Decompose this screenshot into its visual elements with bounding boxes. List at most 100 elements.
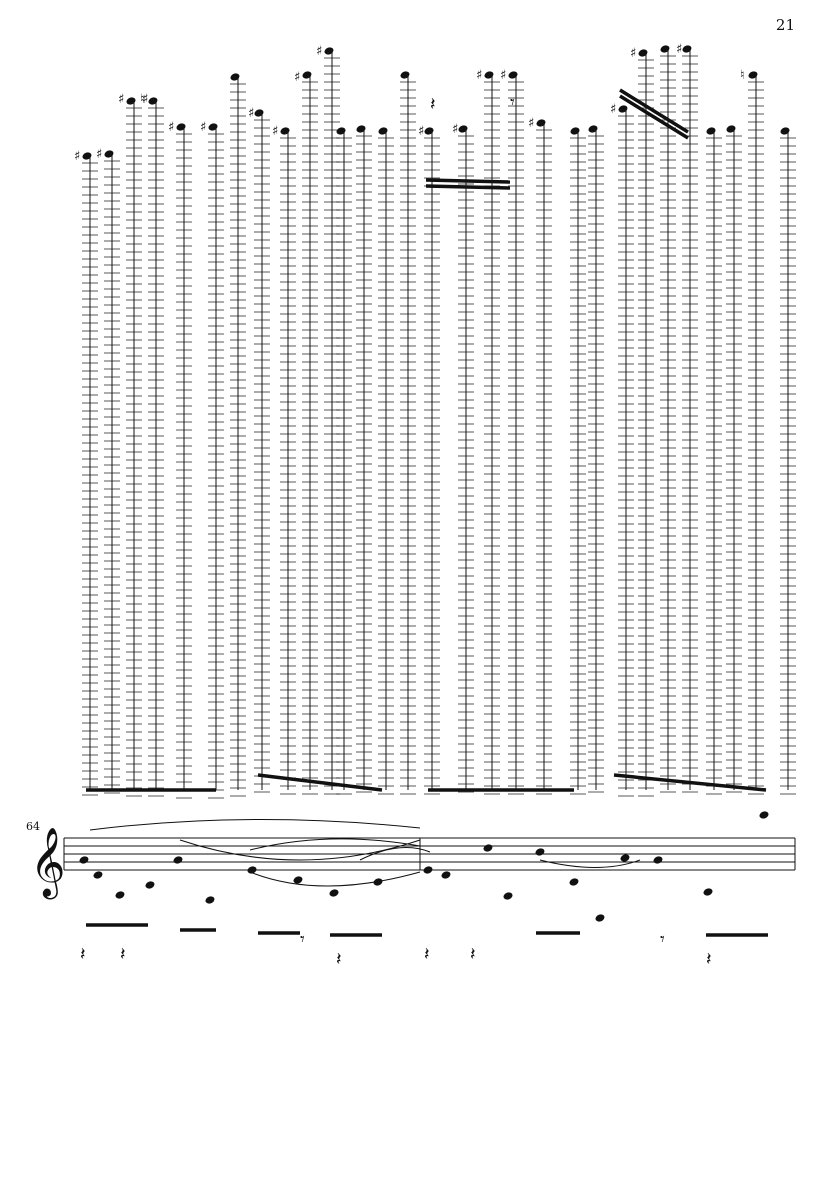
beam — [619, 94, 689, 140]
rest-icon: 𝄽 — [336, 949, 342, 970]
note-head — [484, 71, 494, 79]
note-head — [104, 150, 114, 158]
note-head — [208, 123, 218, 131]
sharp-icon: ♯ — [96, 147, 102, 162]
note-head — [536, 119, 546, 127]
rest-icon: 𝄽 — [470, 944, 476, 965]
rest-icon: 𝄾 — [510, 92, 515, 113]
ledger-lines — [82, 55, 796, 799]
sharp-icon: ♯ — [610, 102, 616, 117]
note-head — [595, 914, 605, 922]
note-head — [726, 125, 736, 133]
note-head — [176, 123, 186, 131]
note-head — [93, 871, 103, 879]
note-head — [535, 848, 545, 856]
beam — [619, 88, 689, 134]
note-head — [115, 891, 125, 899]
sharp-icon: ♯ — [676, 42, 682, 57]
note-head — [254, 109, 264, 117]
note-head — [378, 127, 388, 135]
slur — [539, 859, 641, 868]
note-head — [247, 866, 257, 874]
note-head — [324, 47, 334, 55]
slur — [249, 838, 421, 851]
sharp-icon: ♯ — [248, 106, 254, 121]
note-head — [280, 127, 290, 135]
note-head — [703, 888, 713, 896]
sharp-icon: ♯ — [418, 124, 424, 139]
sharp-icon: ♯ — [272, 124, 278, 139]
note-head — [759, 811, 769, 819]
sharp-icon: ♯ — [500, 68, 506, 83]
note-head — [503, 892, 513, 900]
note-head — [570, 127, 580, 135]
sharp-icon: ♯ — [118, 92, 124, 107]
beam — [425, 178, 511, 184]
sharp-icon: ♯ — [452, 122, 458, 137]
sharp-icon: ♯ — [74, 149, 80, 164]
beam — [613, 773, 767, 792]
note-head — [780, 127, 790, 135]
natural-icon: ♮ — [140, 92, 145, 107]
note-head — [423, 866, 433, 874]
rests: 𝄽 𝄾 𝄾 𝄾 𝄽 𝄽 𝄽 𝄽 𝄽 𝄽 — [80, 92, 712, 970]
sharp-icon: ♯ — [294, 70, 300, 85]
rest-icon: 𝄽 — [80, 944, 86, 965]
beam — [257, 773, 383, 792]
sharp-icon: ♯ — [528, 116, 534, 131]
note-head — [126, 97, 136, 105]
rest-icon: 𝄽 — [424, 944, 430, 965]
note-head — [588, 125, 598, 133]
note-head — [620, 854, 630, 862]
slurs-and-ties — [89, 818, 641, 887]
note-heads — [79, 45, 790, 922]
rest-icon: 𝄾 — [300, 929, 305, 950]
rest-icon: 𝄽 — [430, 94, 436, 115]
note-head — [82, 152, 92, 160]
note-head — [173, 856, 183, 864]
note-stems — [89, 48, 789, 790]
sharp-icon: ♯ — [316, 44, 322, 59]
note-head — [682, 45, 692, 53]
slur — [89, 818, 421, 831]
natural-icon: ♮ — [740, 68, 745, 83]
note-head — [356, 125, 366, 133]
note-head — [302, 71, 312, 79]
page-number: 21 — [775, 16, 795, 34]
note-head — [441, 871, 451, 879]
note-head — [329, 889, 339, 897]
sharp-icon: ♯ — [168, 120, 174, 135]
sharp-icon: ♯ — [200, 120, 206, 135]
note-head — [79, 856, 89, 864]
note-head — [230, 73, 240, 81]
measure-number: 64 — [26, 820, 40, 833]
note-head — [458, 125, 468, 133]
note-head — [618, 105, 628, 113]
slur — [249, 871, 421, 887]
note-head — [336, 127, 346, 135]
treble-clef-icon: 𝄞 — [30, 827, 65, 899]
note-head — [508, 71, 518, 79]
rest-icon: 𝄾 — [660, 929, 665, 950]
note-head — [660, 45, 670, 53]
note-head — [638, 49, 648, 57]
beam — [425, 184, 511, 190]
sharp-icon: ♯ — [476, 68, 482, 83]
note-head — [569, 878, 579, 886]
note-head — [205, 896, 215, 904]
accidentals: ♯♯♯♯♯♯♯♯♯♯♯♯♯♯♯♯♯♯♮♮ — [74, 42, 745, 164]
slur — [359, 847, 431, 861]
note-head — [148, 97, 158, 105]
beams — [86, 88, 768, 937]
note-head — [293, 876, 303, 884]
rest-icon: 𝄽 — [120, 944, 126, 965]
note-head — [748, 71, 758, 79]
note-head — [706, 127, 716, 135]
rest-icon: 𝄽 — [706, 949, 712, 970]
note-head — [483, 844, 493, 852]
note-head — [400, 71, 410, 79]
note-head — [653, 856, 663, 864]
note-head — [424, 127, 434, 135]
